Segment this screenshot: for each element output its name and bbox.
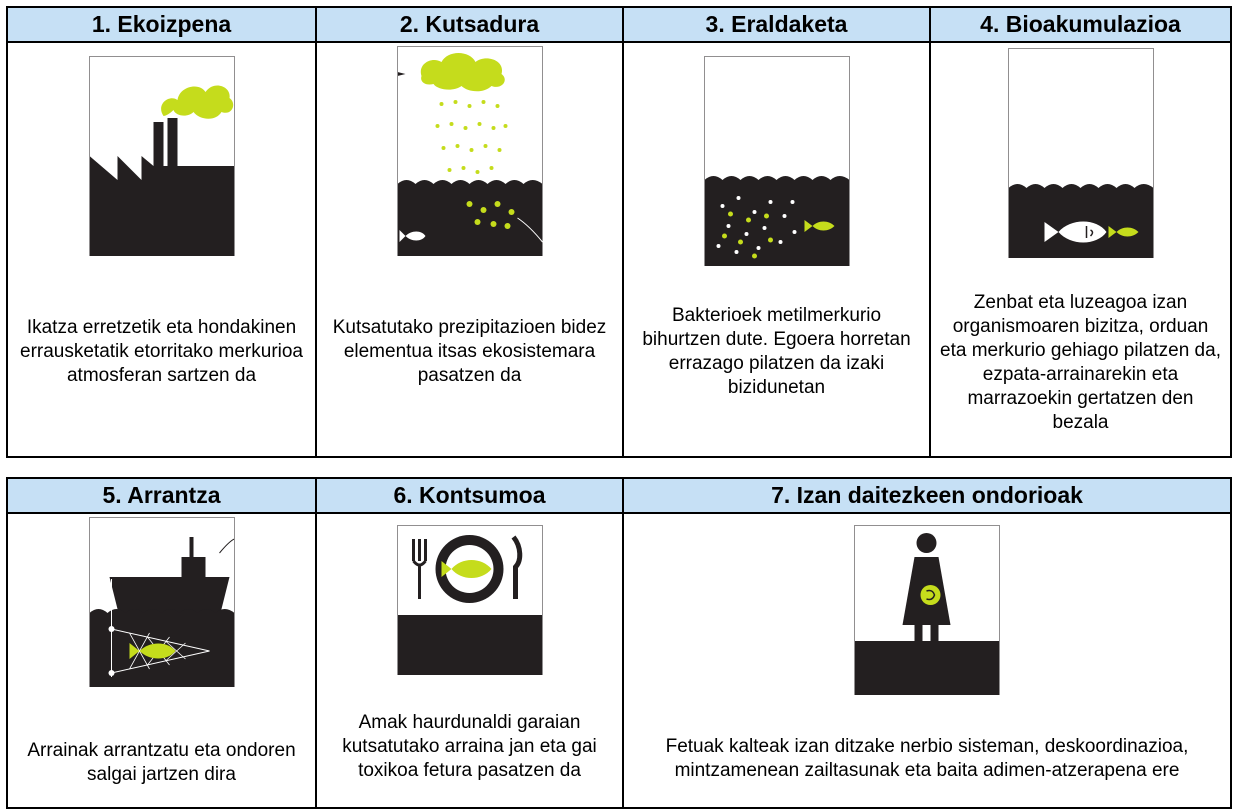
step-1-cell: 1. Ekoizpena Ikatza erretzetik eta honda… — [8, 8, 317, 456]
step-3-caption: Bakterioek metilmerkurio bihurtzen dute.… — [642, 305, 911, 398]
step-6-caption: Amak haurdunaldi garaian kutsatutako arr… — [342, 712, 597, 781]
step-7-cell: 7. Izan daitezkeen ondorioak Fetuak kalt… — [624, 479, 1230, 807]
top-row-panel: 1. Ekoizpena Ikatza erretzetik eta honda… — [6, 6, 1232, 458]
step-6-cell: 6. Kontsumoa Amak haurdunaldi garaian ku… — [317, 479, 624, 807]
step-4-title: 4. Bioakumulazioa — [931, 8, 1230, 43]
step-4-caption: Zenbat eta luzeagoa izan organismoaren b… — [940, 292, 1221, 433]
rain-cloud-sea-icon — [397, 46, 542, 256]
step-4-cell: 4. Bioakumulazioa Zenbat eta luzeagoa iz… — [931, 8, 1230, 456]
big-fish-eats-small-fish-icon — [1008, 48, 1153, 258]
step-6-title: 6. Kontsumoa — [317, 479, 622, 514]
bacteria-sea-icon — [704, 56, 849, 266]
step-3-cell: 3. Eraldaketa Bakterioek metilmerkurio b… — [624, 8, 931, 456]
step-2-caption: Kutsatutako prezipitazioen bidez element… — [332, 317, 607, 386]
step-5-title: 5. Arrantza — [8, 479, 315, 514]
step-7-title: 7. Izan daitezkeen ondorioak — [624, 479, 1230, 514]
step-5-caption: Arrainak arrantzatu eta ondoren salgai j… — [27, 740, 296, 785]
bottom-row-panel: 5. Arrantza Arrainak arrantzatu eta ondo… — [6, 477, 1232, 809]
pregnant-woman-icon — [854, 525, 1000, 695]
step-1-title: 1. Ekoizpena — [8, 8, 315, 43]
step-2-title: 2. Kutsadura — [317, 8, 622, 43]
step-2-cell: 2. Kutsadura Kutsatutako pr — [317, 8, 624, 456]
step-3-title: 3. Eraldaketa — [624, 8, 929, 43]
fish-on-plate-icon — [397, 525, 542, 675]
fishing-boat-net-icon — [89, 517, 234, 687]
step-1-caption: Ikatza erretzetik eta hondakinen errausk… — [20, 317, 303, 386]
step-7-caption: Fetuak kalteak izan ditzake nerbio siste… — [665, 736, 1189, 781]
factory-smoke-icon — [89, 56, 234, 256]
step-5-cell: 5. Arrantza Arrainak arrantzatu eta ondo… — [8, 479, 317, 807]
